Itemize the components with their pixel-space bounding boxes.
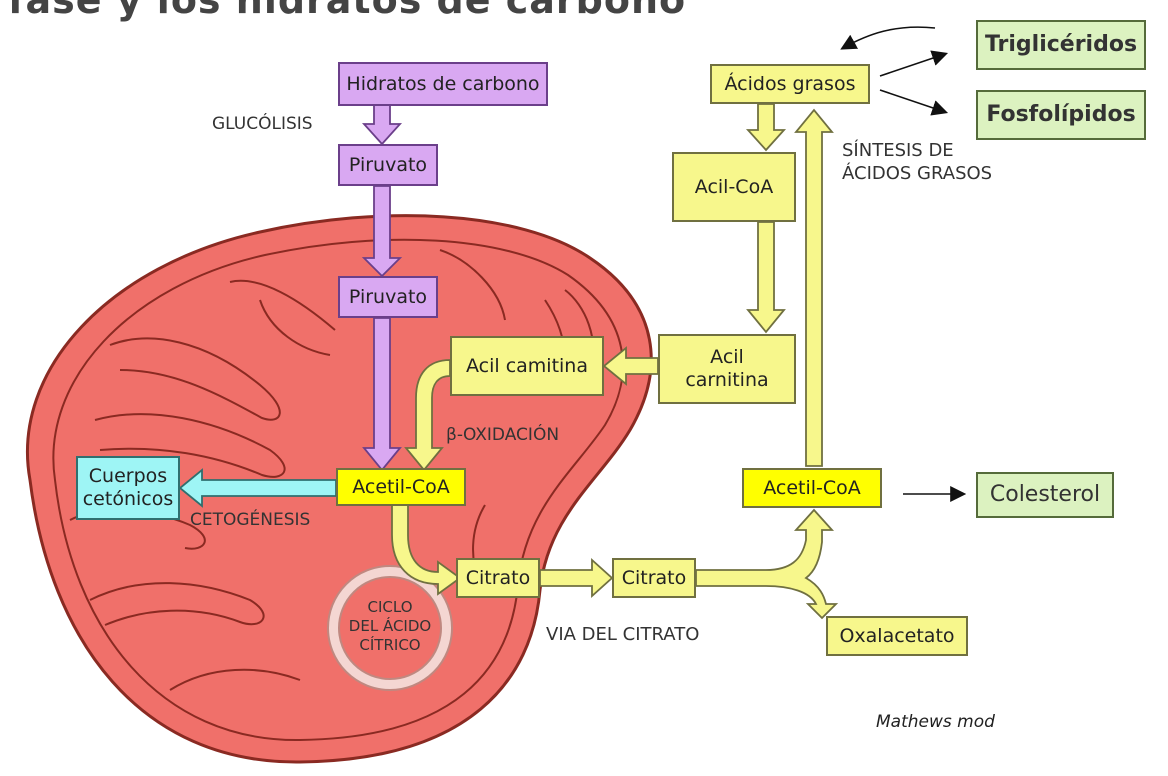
box-piruvato-cytosol: Piruvato <box>338 144 438 186</box>
box-acil-carnitina-cyto: Acil carnitina <box>658 334 796 404</box>
label-sintesis-acidos-grasos: SÍNTESIS DE ÁCIDOS GRASOS <box>842 140 992 185</box>
label-credit: Mathews mod <box>876 712 995 732</box>
box-cuerpos-cetonicos: Cuerpos cetónicos <box>76 456 180 520</box>
box-fosfolipidos: Fosfolípidos <box>976 90 1146 140</box>
box-acil-camitina-mito: Acil camitina <box>450 336 604 396</box>
label-cetogenesis: CETOGÉNESIS <box>190 510 310 530</box>
label-ciclo-acido-citrico: CICLO DEL ÁCIDO CÍTRICO <box>345 598 435 654</box>
label-beta-oxidacion: β-OXIDACIÓN <box>446 425 559 445</box>
box-trigliceridos: Triglicéridos <box>976 20 1146 70</box>
box-acetil-coa-cyto: Acetil-CoA <box>742 468 882 508</box>
box-citrato-mito: Citrato <box>456 558 540 598</box>
label-via-del-citrato: VIA DEL CITRATO <box>546 624 699 645</box>
box-acidos-grasos: Ácidos grasos <box>710 64 870 104</box>
box-oxalacetato: Oxalacetato <box>826 616 968 656</box>
box-colesterol: Colesterol <box>976 472 1114 518</box>
box-citrato-cyto: Citrato <box>612 558 696 598</box>
box-acil-coa: Acil-CoA <box>672 152 796 222</box>
box-hidratos-de-carbono: Hidratos de carbono <box>338 62 548 106</box>
label-glucolisis: GLUCÓLISIS <box>212 114 313 134</box>
cropped-title: fase y los hidratos de carbono <box>8 0 686 22</box>
box-piruvato-mito: Piruvato <box>338 276 438 318</box>
box-acetil-coa-mito: Acetil-CoA <box>336 468 466 506</box>
